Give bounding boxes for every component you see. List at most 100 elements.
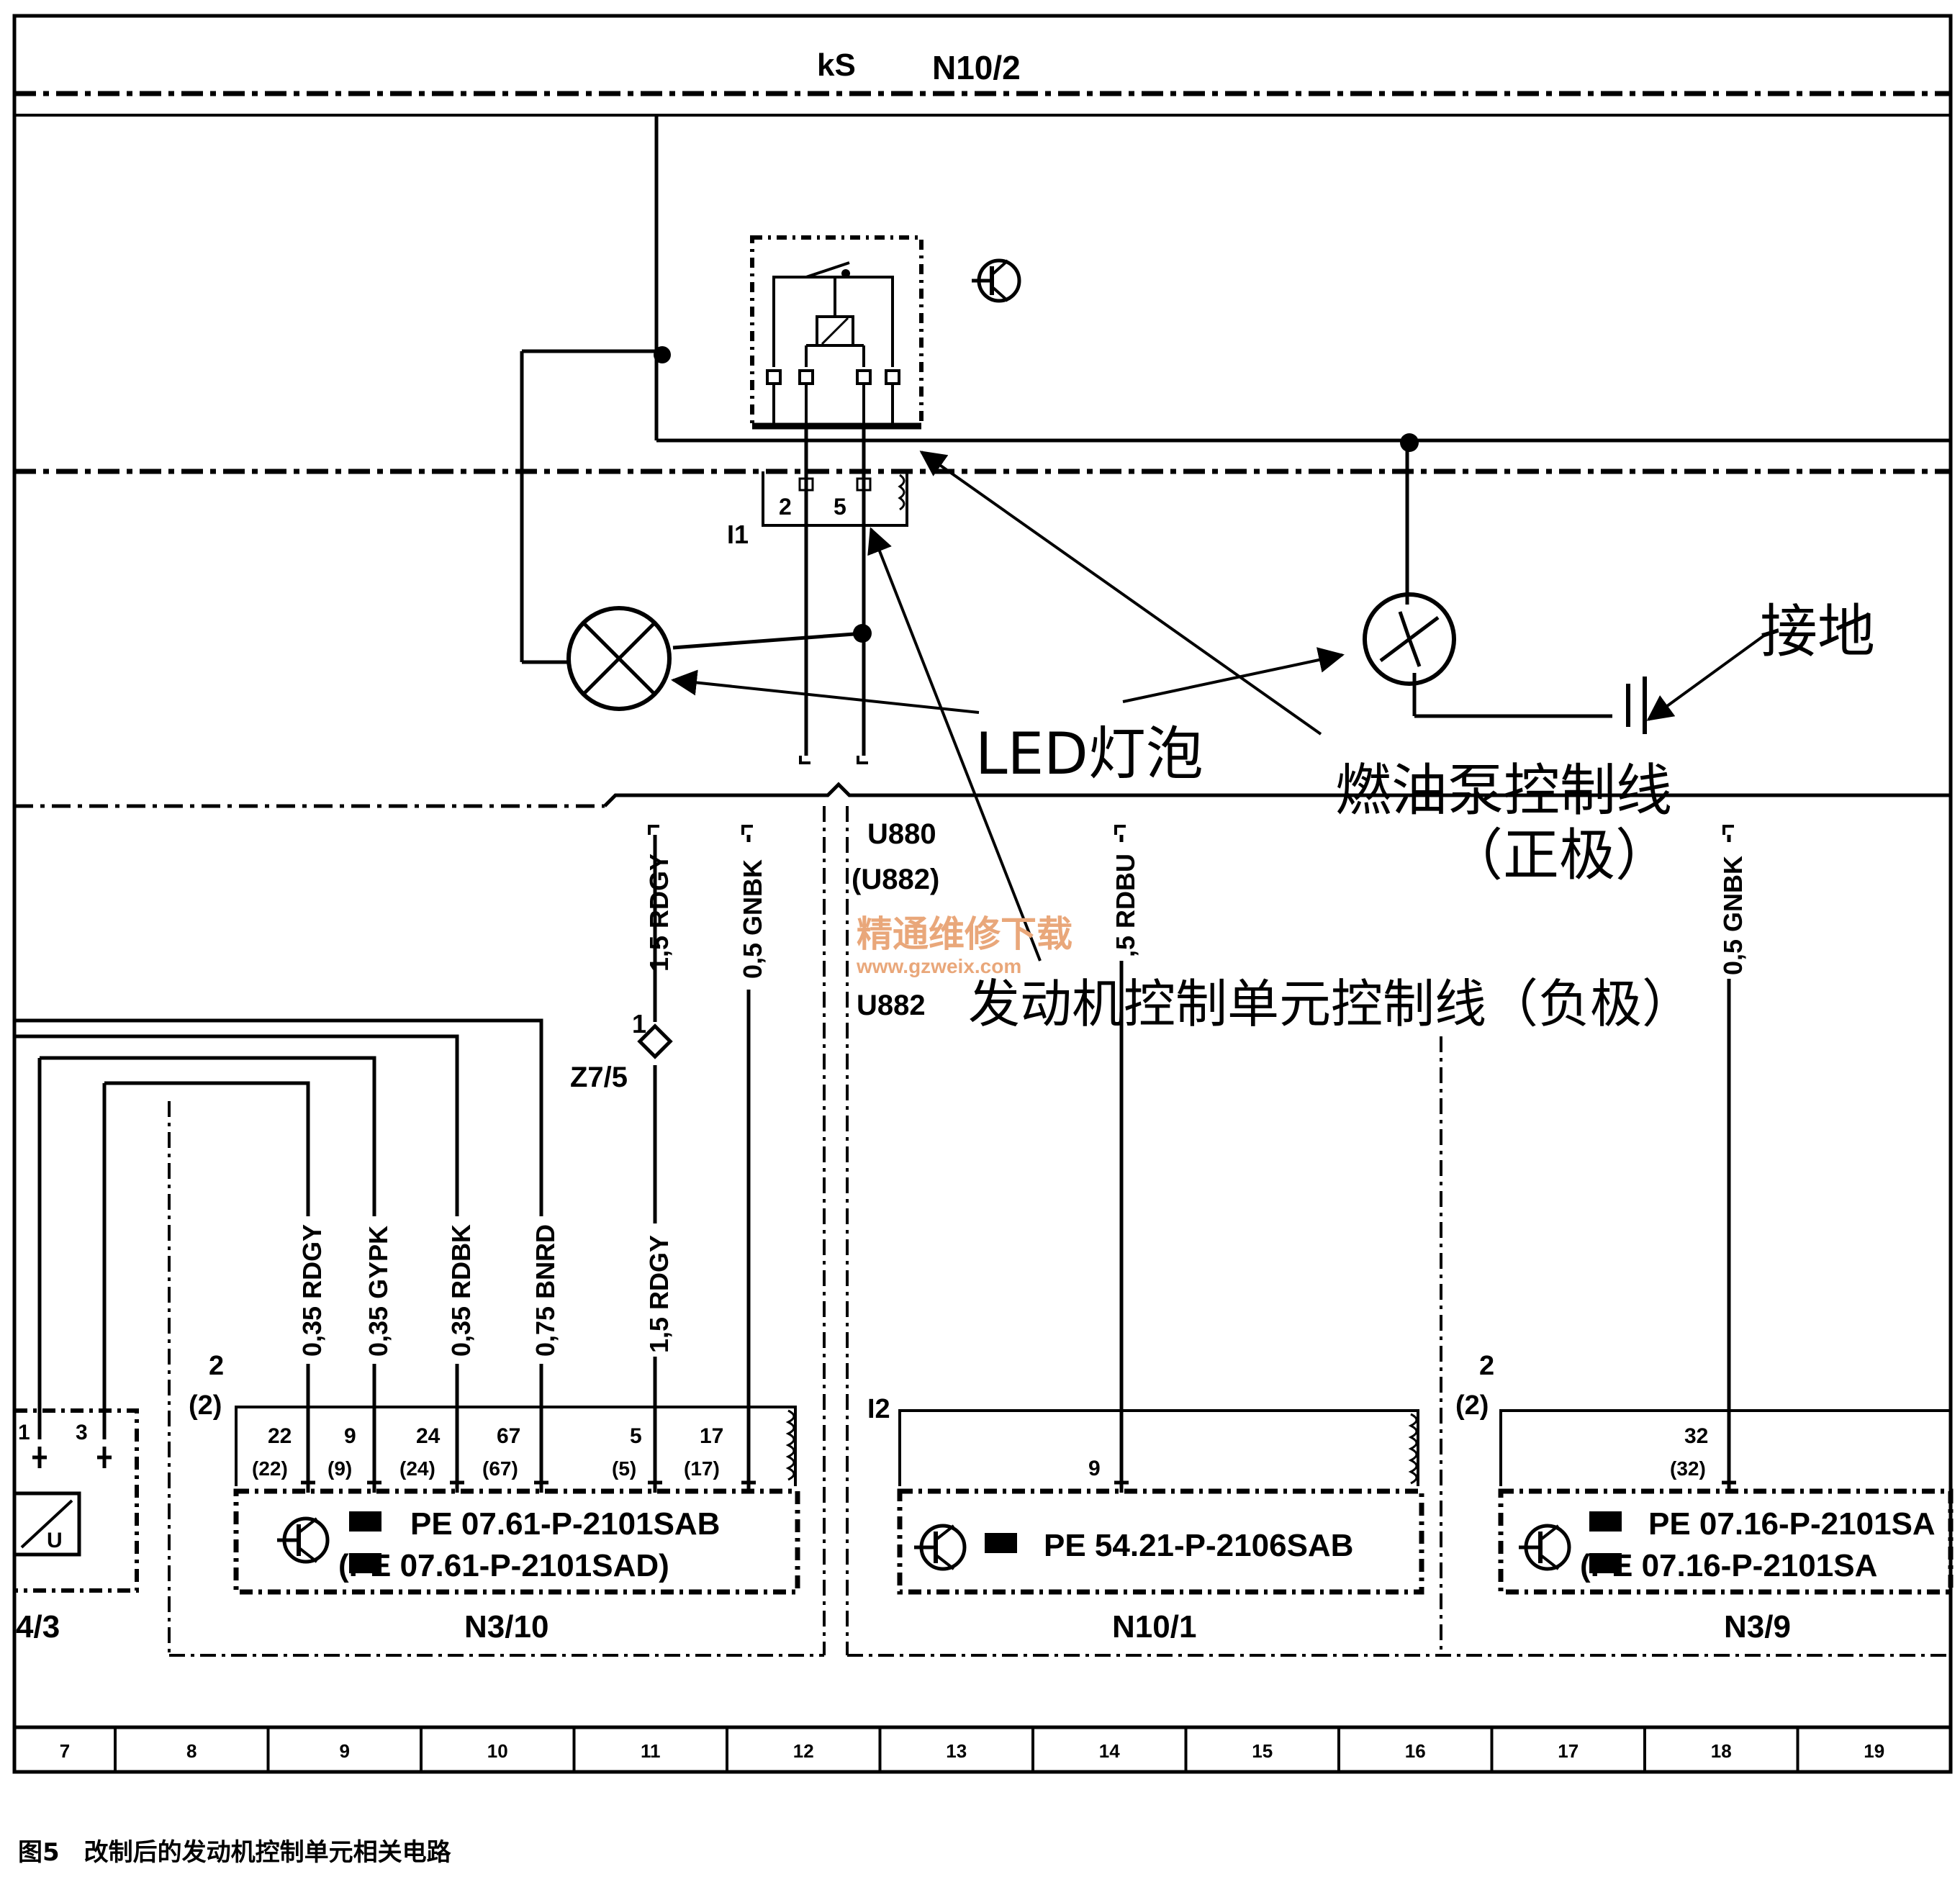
- left-name: 4/3: [16, 1609, 60, 1645]
- wire-label: 0,75 BNRD: [530, 1224, 560, 1357]
- grid-number: 8: [186, 1740, 197, 1762]
- wire-label: ,5 RDBU: [1111, 854, 1140, 957]
- annotation-ecu-line: 发动机控制单元控制线（负极）: [968, 974, 1694, 1034]
- ecu3-pin: 32: [1684, 1424, 1708, 1448]
- label-n10-2: N10/2: [932, 49, 1021, 86]
- annotation-ground: 接地: [1760, 598, 1875, 665]
- reference-book-icon: [349, 1553, 381, 1573]
- junction-dot: [853, 624, 872, 643]
- grid-number: 13: [946, 1740, 967, 1762]
- grid-number: 16: [1405, 1740, 1426, 1762]
- ecu3-ref2: (PE 07.16-P-2101SA: [1580, 1548, 1877, 1583]
- annotation-arrows: [671, 451, 1769, 962]
- wire-end: [857, 756, 868, 764]
- diagram-frame: [12, 14, 1953, 1774]
- dashed-separators: [168, 806, 1951, 1657]
- grid-number: 10: [487, 1740, 508, 1762]
- ecu1-pin: 24: [416, 1424, 441, 1448]
- relay: [750, 235, 923, 430]
- wire-stubs: [648, 825, 1734, 835]
- ecu1-pin-alt: (17): [684, 1457, 720, 1480]
- junction-dot: [654, 346, 671, 363]
- label-ks: kS: [817, 47, 856, 83]
- ecu1-pin: 67: [497, 1424, 520, 1448]
- ecu3-name: N3/9: [1724, 1609, 1791, 1645]
- label-z7-pin: 1: [632, 1009, 646, 1039]
- ecu3-plug: 2: [1479, 1351, 1494, 1381]
- ecu2-plug: I2: [867, 1394, 890, 1424]
- relay-pin-5: 5: [834, 494, 846, 520]
- lower-boundary-brace: [603, 782, 1951, 807]
- left-pin-3: 3: [76, 1421, 88, 1444]
- reference-book-icon: [349, 1511, 381, 1532]
- junction-dot: [1400, 433, 1419, 452]
- wire-label: 1,5 RDGY: [644, 854, 674, 972]
- left-partial-component: 1 3 U 4/3: [12, 1408, 139, 1645]
- ecu1-pin-alt: (24): [399, 1457, 435, 1480]
- ecu1-pin: 17: [700, 1424, 723, 1448]
- ecu-n3-9: 2 (2) 32 (32) PE 07.16-P-2101SA (PE 07.1…: [1455, 1351, 1954, 1645]
- annotation-positive: （正极）: [1447, 823, 1671, 888]
- ecu2-name: N10/1: [1112, 1609, 1196, 1645]
- watermark-url: www.gzweix.com: [856, 955, 1021, 977]
- ecu3-plug-alt: (2): [1455, 1390, 1489, 1421]
- grid-number: 7: [60, 1740, 70, 1762]
- reference-book-icon: [985, 1533, 1017, 1553]
- ecu1-name: N3/10: [464, 1609, 548, 1645]
- ecu3-pin-alt: (32): [1670, 1457, 1706, 1480]
- wire-label: 0,35 RDGY: [297, 1224, 327, 1357]
- wire-label: 1,5 RDGY: [644, 1235, 674, 1353]
- annotation-led: LED灯泡: [975, 720, 1203, 787]
- ecu1-pin: 9: [344, 1424, 356, 1448]
- transistor-icon: [972, 258, 1021, 303]
- ecu3-ref1: PE 07.16-P-2101SA: [1648, 1506, 1936, 1542]
- ecu1-pin-alt: (5): [612, 1457, 636, 1480]
- ecu-n3-10: 2 (2) 22 9 24 67 5 17 (22) (9) (24) (67)…: [189, 1351, 800, 1645]
- annotation-fuel-pump-line: 燃油泵控制线: [1335, 759, 1672, 823]
- wire-label: 0,5 GNBK: [1718, 856, 1748, 975]
- figure-caption: 图5 改制后的发动机控制单元相关电路: [18, 1838, 452, 1867]
- splice-diamond-icon: [637, 1023, 673, 1059]
- grid-number: 12: [793, 1740, 814, 1762]
- ecu1-pin-alt: (67): [482, 1457, 518, 1480]
- grid-ruler: 7 8 9 10 11 12 13 14 15 16 17 18 19: [13, 1725, 1952, 1772]
- ecu2-ref: PE 54.21-P-2106SAB: [1044, 1528, 1353, 1563]
- grid-number: 18: [1711, 1740, 1732, 1762]
- ecu-n10-1: I2 9 PE 54.21-P-2106SAB N10/1: [867, 1394, 1424, 1645]
- label-z7-5: Z7/5: [570, 1062, 628, 1093]
- relay-connector: 2 5 I1: [727, 471, 908, 549]
- ecu1-pin: 22: [268, 1424, 292, 1448]
- watermark-text: 精通维修下载: [857, 913, 1072, 955]
- label-u882-alt: (U882): [852, 864, 939, 895]
- wire-end: [799, 756, 810, 764]
- grid-number: 9: [340, 1740, 350, 1762]
- upper-wiring: [520, 115, 1951, 756]
- reference-book-icon: [1589, 1553, 1622, 1573]
- relay-pin-2: 2: [779, 494, 792, 520]
- grid-number: 14: [1099, 1740, 1120, 1762]
- reference-book-icon: [1589, 1511, 1622, 1532]
- left-u: U: [47, 1529, 63, 1552]
- ecu1-pin-alt: (22): [252, 1457, 288, 1480]
- ecu1-plug: 2: [209, 1351, 224, 1381]
- grid-number: 19: [1864, 1740, 1884, 1762]
- grid-number: 15: [1252, 1740, 1273, 1762]
- wire-label: 0,5 GNBK: [738, 859, 767, 979]
- lamp-led-icon: [566, 606, 672, 711]
- ecu1-pin: 5: [630, 1424, 642, 1448]
- ecu2-pin: 9: [1088, 1457, 1101, 1480]
- grid-number: 17: [1558, 1740, 1579, 1762]
- lower-wiring: [14, 835, 1731, 1483]
- wire-label: 0,35 GYPK: [363, 1226, 393, 1357]
- fuel-pump-icon: [1363, 592, 1456, 686]
- label-u882: U882: [857, 990, 926, 1021]
- wire-label: 0,35 RDBK: [446, 1224, 476, 1357]
- ecu1-pin-alt: (9): [328, 1457, 352, 1480]
- ecu1-plug-alt: (2): [189, 1390, 222, 1421]
- ecu1-ref1: PE 07.61-P-2101SAB: [410, 1506, 720, 1542]
- grid-number: 11: [641, 1740, 661, 1762]
- left-pin-1: 1: [18, 1421, 30, 1444]
- label-i1: I1: [727, 520, 749, 549]
- ecu1-ref2: (PE 07.61-P-2101SAD): [338, 1548, 669, 1583]
